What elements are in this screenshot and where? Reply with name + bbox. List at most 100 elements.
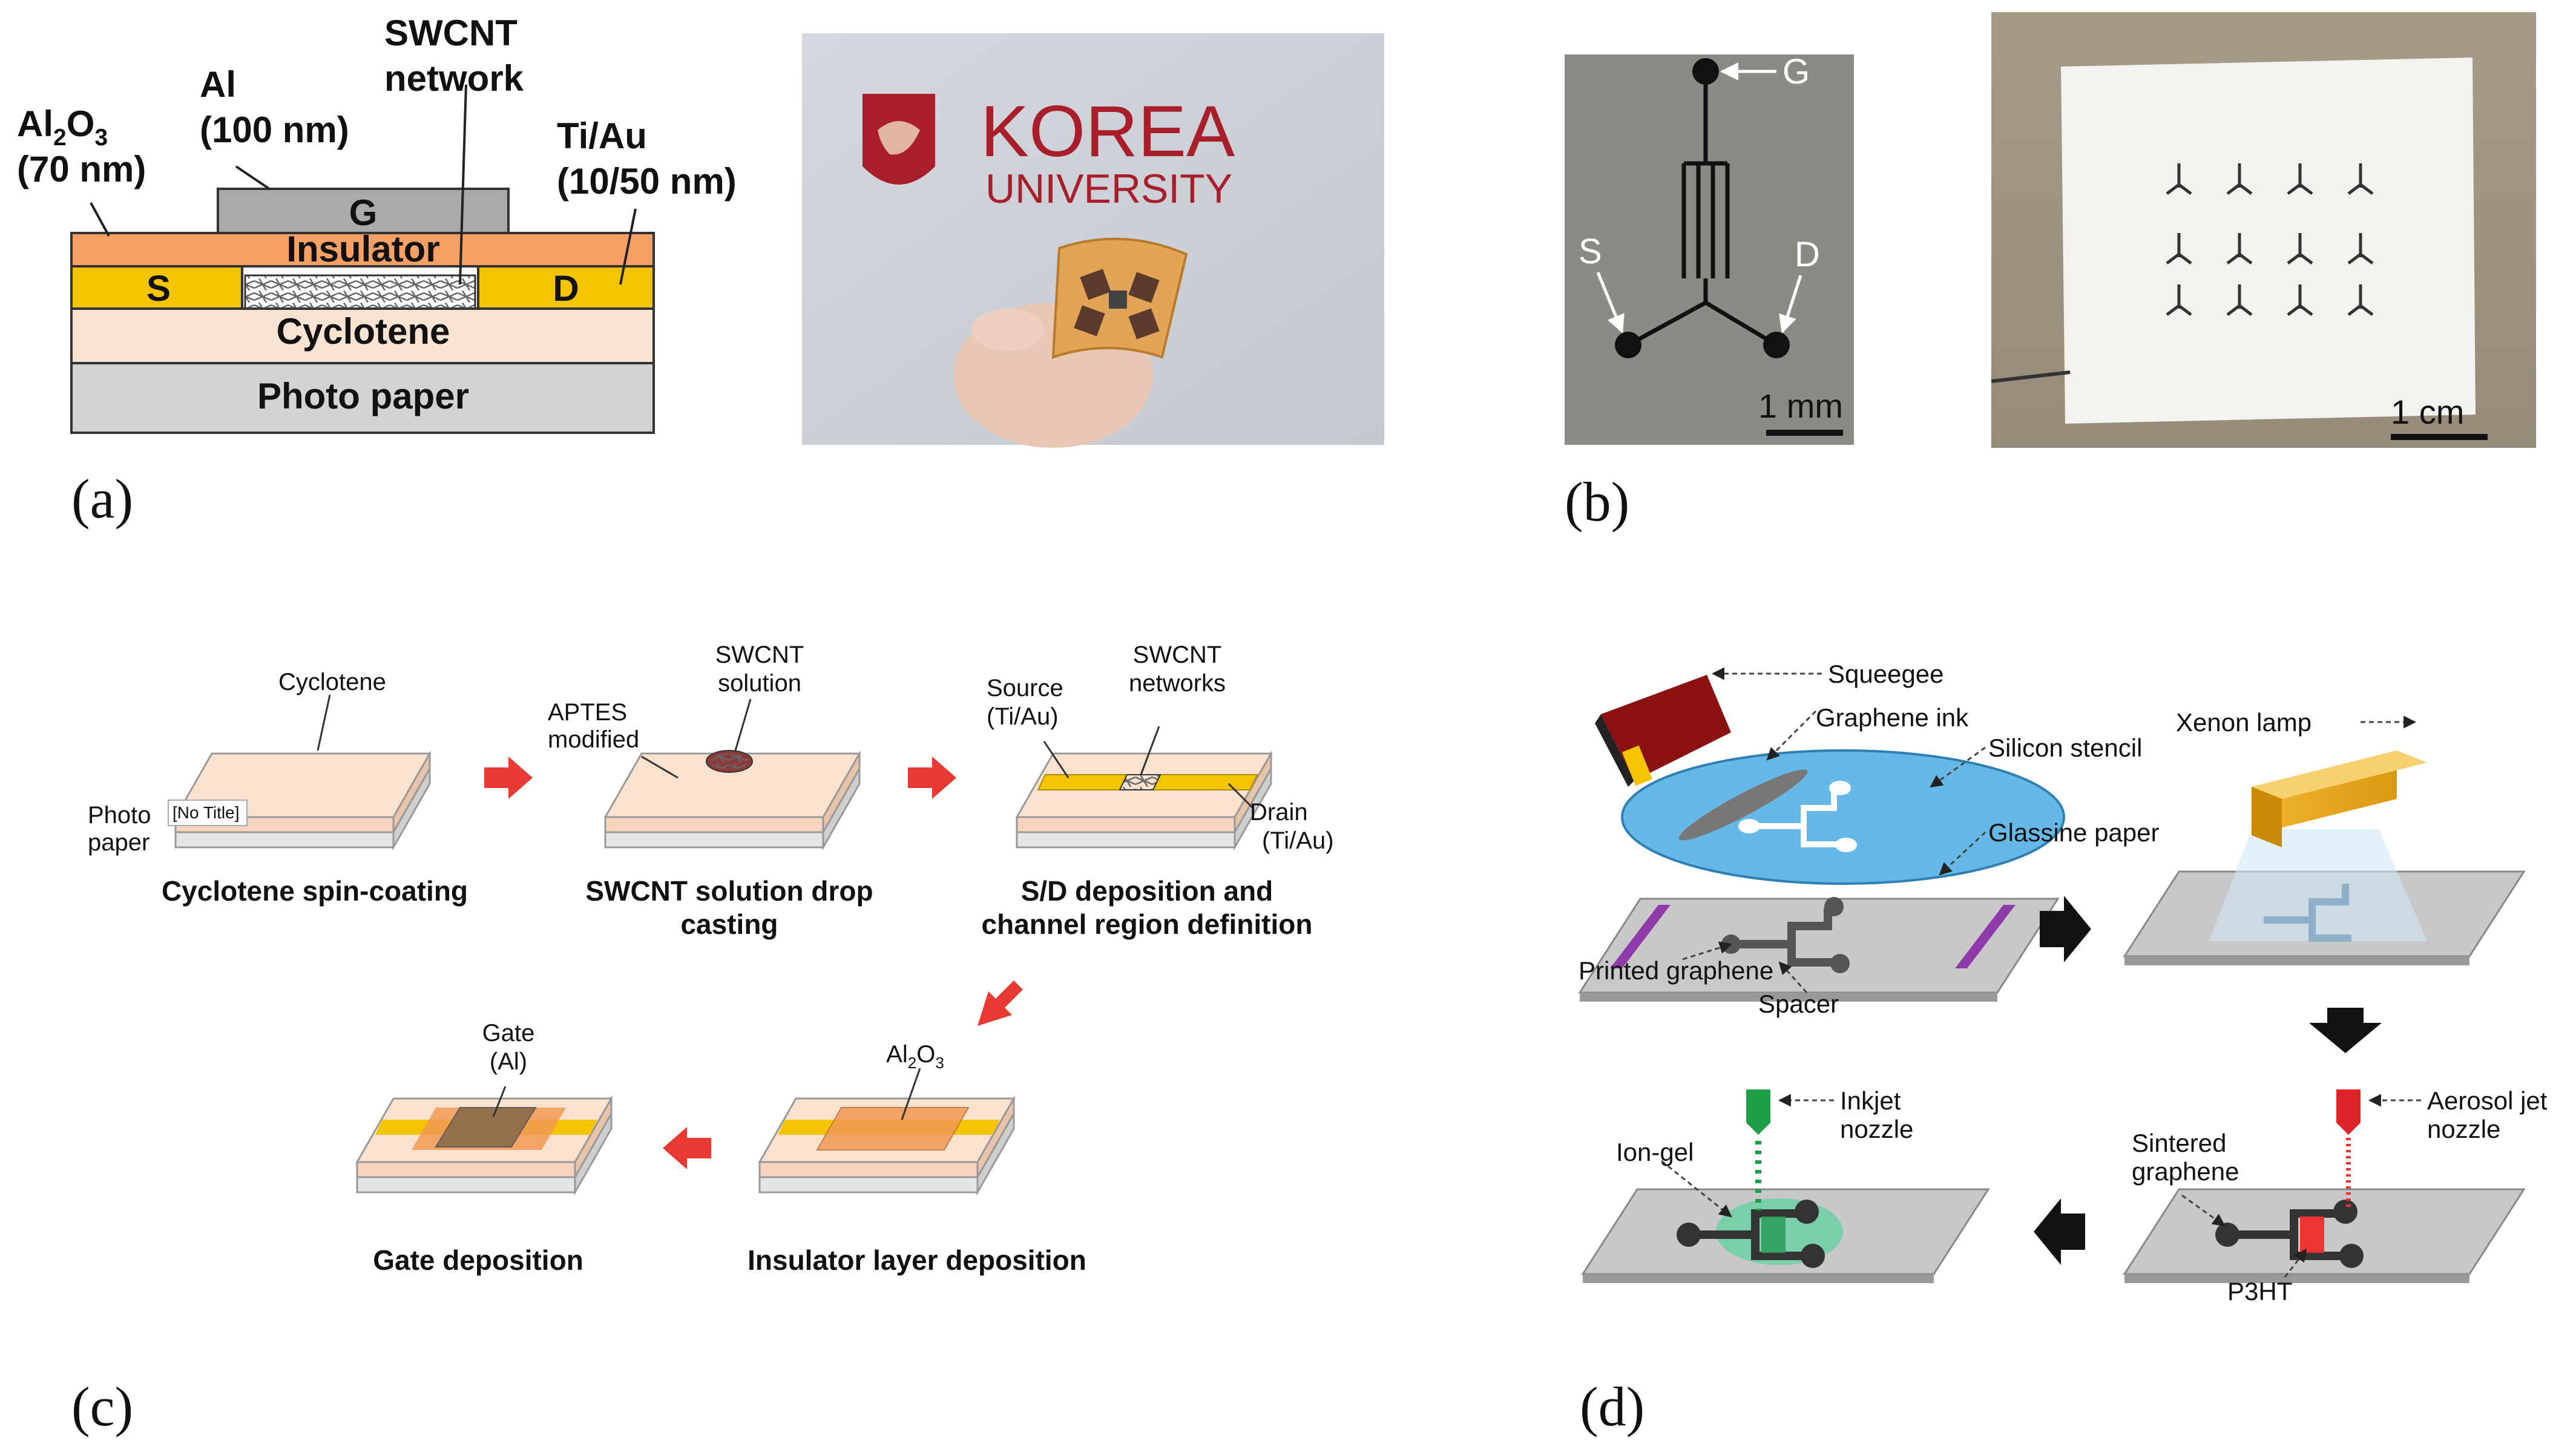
- scale-mm-label: 1 mm: [1758, 387, 1843, 425]
- solution-callout: solution: [718, 670, 801, 697]
- logo-korea: KOREA: [981, 91, 1235, 172]
- photo-paper-label: Photo paper: [257, 376, 469, 416]
- xenon-lamp: [2252, 750, 2427, 847]
- aerosol-label-2: nozzle: [2427, 1115, 2500, 1143]
- gate-label: G: [349, 192, 378, 233]
- arrow-c-2: [908, 757, 956, 799]
- source-label: S: [146, 268, 171, 309]
- inkjet-iongel-step: Inkjet nozzle Ion-gel: [1581, 1086, 1990, 1283]
- cyclotene-callout: Cyclotene: [278, 669, 386, 695]
- step4-caption: Insulator layer deposition: [748, 1244, 1086, 1276]
- swcnt-callout: SWCNT: [715, 642, 804, 668]
- al2o3-callout: Al2O3: [886, 1041, 944, 1072]
- source-callout: Source: [987, 675, 1063, 701]
- step1-cyclotene: Cyclotene Photo paper [No Title] Cyclote…: [88, 669, 468, 907]
- al-thickness: (100 nm): [200, 110, 349, 150]
- panel-a-label: (a): [71, 468, 133, 530]
- step3-sd-deposition: Source (Ti/Au) SWCNT networks Drain (Ti/…: [982, 642, 1334, 940]
- microscope-image: G S D 1 mm: [1565, 52, 1854, 445]
- ion-gel-label: Ion-gel: [1616, 1138, 1694, 1166]
- inkjet-nozzle: [1746, 1089, 1770, 1135]
- g-terminal-label: G: [1782, 52, 1810, 91]
- drain-callout: Drain: [1250, 799, 1308, 826]
- gate-callout: Gate: [482, 1020, 535, 1046]
- sintered-label-2: graphene: [2132, 1157, 2239, 1186]
- insulator-label: Insulator: [286, 229, 439, 269]
- panel-b: G S D 1 mm 1 cm (b): [1565, 12, 2536, 533]
- step3-caption-2: channel region definition: [982, 908, 1313, 940]
- step2-swcnt-casting: SWCNT solution APTES modified SWCNT solu…: [548, 642, 873, 940]
- network-label: network: [384, 58, 524, 99]
- al2o3-label: Al2O3: [17, 103, 108, 151]
- tiau-thickness: (10/50 nm): [557, 161, 737, 202]
- paper-callout: paper: [88, 829, 150, 856]
- s-terminal-label: S: [1579, 232, 1602, 271]
- cyclotene-label: Cyclotene: [277, 311, 450, 352]
- arrow-d-1: [2040, 896, 2091, 962]
- swcnt-label: SWCNT: [384, 13, 518, 53]
- photo-paper-layer: [70, 362, 655, 434]
- panel-a: G Insulator S D Cyclotene Photo paper Al…: [17, 13, 1384, 530]
- korea-university-seal: [862, 94, 935, 185]
- networks-callout: networks: [1129, 670, 1226, 697]
- al-pointer: [235, 165, 271, 190]
- modified-callout: modified: [548, 726, 639, 753]
- drain-mat-callout: (Ti/Au): [1262, 827, 1334, 854]
- logo-university: UNIVERSITY: [985, 166, 1232, 212]
- arrow-d-2: [2309, 1008, 2382, 1053]
- screen-printing-step: Squeegee Graphene ink Silicon stencil Gl…: [1578, 660, 2160, 1018]
- squeegee-label: Squeegee: [1828, 660, 1944, 688]
- paper-array-photo: 1 cm: [1991, 12, 2536, 448]
- glassine-label: Glassine paper: [1988, 818, 2160, 847]
- drain-electrode: [477, 265, 655, 310]
- arrow-c-1: [484, 757, 533, 799]
- step5-gate: Gate (Al) Gate deposition: [355, 1020, 613, 1276]
- panel-b-label: (b): [1565, 471, 1629, 533]
- squeegee: [1595, 675, 1731, 787]
- panel-d: Squeegee Graphene ink Silicon stencil Gl…: [1578, 660, 2548, 1437]
- aerosol-label-1: Aerosol jet: [2427, 1086, 2548, 1115]
- graphene-ink-label: Graphene ink: [1816, 703, 1969, 732]
- panel-c-label: (c): [71, 1376, 133, 1437]
- drain-label: D: [553, 268, 579, 309]
- al2o3-pointer: [90, 202, 110, 237]
- step4-insulator: Al2O3 Insulator layer deposition: [748, 1041, 1086, 1276]
- arrow-d-3: [2034, 1198, 2085, 1265]
- photo-callout: Photo: [88, 802, 151, 829]
- scale-cm-label: 1 cm: [2391, 393, 2464, 431]
- panel-d-label: (d): [1580, 1376, 1644, 1437]
- gate-electrode: [217, 188, 510, 234]
- transistor-array: [2166, 163, 2374, 316]
- layer-stack-diagram: G Insulator S D Cyclotene Photo paper Al…: [17, 13, 737, 434]
- device-photo: KOREA UNIVERSITY: [802, 33, 1384, 448]
- arrow-c-3: [978, 980, 1023, 1026]
- al2o3-thickness: (70 nm): [17, 149, 146, 189]
- d-terminal-label: D: [1795, 235, 1820, 274]
- graphene-ink-streak: [1678, 769, 1808, 841]
- step1-caption: Cyclotene spin-coating: [162, 875, 468, 907]
- sintered-label-1: Sintered: [2132, 1129, 2226, 1157]
- printed-graphene-label: Printed graphene: [1579, 956, 1773, 985]
- silicon-stencil-label: Silicon stencil: [1988, 734, 2142, 762]
- cnt-network-layer: [244, 274, 476, 310]
- panel-c: Cyclotene Photo paper [No Title] Cyclote…: [71, 642, 1334, 1437]
- photonic-sintering-step: Xenon lamp: [2123, 708, 2526, 965]
- inkjet-label-1: Inkjet: [1840, 1086, 1901, 1115]
- spacer-label: Spacer: [1758, 990, 1839, 1018]
- arrow-c-4: [663, 1127, 711, 1169]
- p3ht-label: P3HT: [2227, 1277, 2292, 1306]
- xenon-label: Xenon lamp: [2176, 708, 2312, 737]
- al-label: Al: [200, 64, 236, 105]
- swcnt-pointer: [459, 84, 467, 285]
- gate-mat-callout: (Al): [490, 1048, 527, 1075]
- no-title-tag: [168, 800, 248, 826]
- aerosol-nozzle: [2336, 1089, 2361, 1135]
- swcnt-networks-callout: SWCNT: [1133, 642, 1222, 668]
- p3ht-region: [2300, 1217, 2324, 1253]
- source-mat-callout: (Ti/Au): [987, 703, 1059, 730]
- inkjet-label-2: nozzle: [1840, 1115, 1913, 1143]
- tiau-label: Ti/Au: [557, 116, 647, 156]
- step5-caption: Gate deposition: [373, 1244, 583, 1276]
